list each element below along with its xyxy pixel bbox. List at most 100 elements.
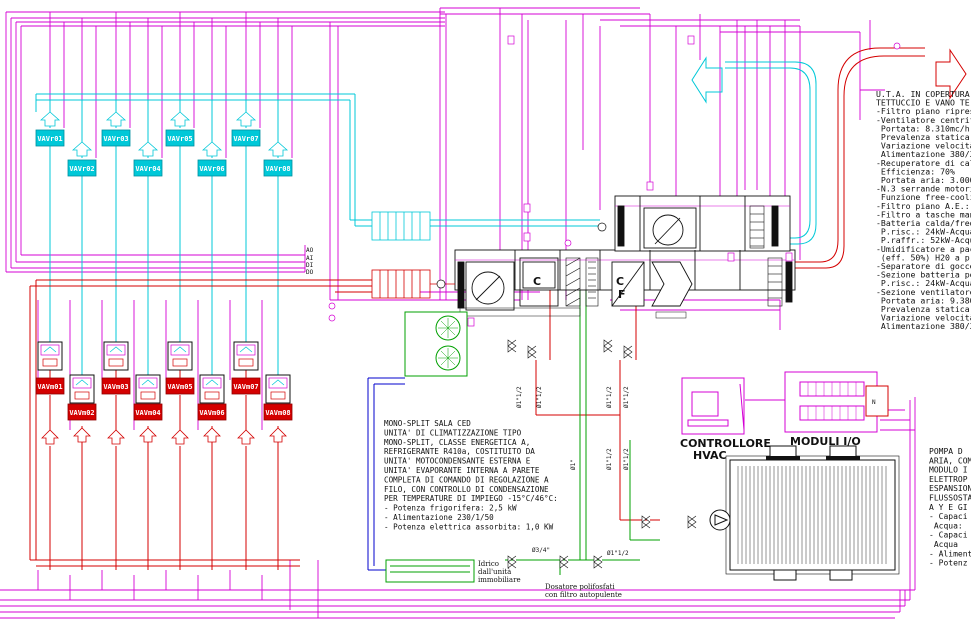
ahu-spec-line: Portata: 8.310mc/h — [876, 123, 970, 133]
supply-diffuser-icon — [203, 427, 221, 443]
vav-control-unit — [199, 374, 225, 404]
ahu-spec-line: -Umidificatore a pacc — [876, 244, 971, 254]
drain-label-3: immobiliare — [478, 576, 521, 584]
vav-supply-box: VAVm03 — [101, 377, 131, 395]
diffuser-group — [41, 427, 287, 445]
supply-diffuser-icon — [171, 429, 189, 445]
airflow-arrows — [691, 48, 967, 104]
return-ducts — [35, 61, 817, 375]
return-grille-icon — [71, 141, 93, 157]
ahu-spec-line: Portata aria: 9.380 — [876, 295, 971, 305]
ahu-spec-line: P.risc.: 24kW-Acqua — [876, 278, 971, 288]
return-grille-icon — [39, 111, 61, 127]
drain-label-1: Idrico — [478, 560, 499, 568]
vav-control-unit — [37, 341, 63, 371]
bus-tag-di: DI — [306, 262, 314, 269]
vav-supply-label: VAVm07 — [233, 383, 258, 391]
ahu-spec-line: Prevalenza statica u — [876, 132, 971, 142]
vav-control-unit — [103, 341, 129, 371]
split-note-line: REFRIGERANTE R410a, COSTITUITO DA — [384, 447, 535, 456]
ahu-spec-line: -Separatore di gocce — [876, 261, 971, 271]
vav-supply-label: VAVm01 — [37, 383, 62, 391]
vav-return-box: VAVr04 — [133, 141, 163, 177]
heat-pump-line: ARIA, COM — [929, 456, 971, 465]
return-grille-icon — [235, 111, 257, 127]
heat-pump-line: A Y E GI — [929, 503, 968, 512]
ahu-spec-line: -Ventilatore centrifugo — [876, 115, 971, 125]
split-note-line: UNITA' MOTOCONDENSANTE ESTERNA E — [384, 457, 531, 466]
vav-control-unit — [69, 374, 95, 404]
vav-return-label: VAVr05 — [167, 135, 192, 143]
vav-return-label: VAVr04 — [135, 165, 160, 173]
heat-pump-line: - Aliment — [929, 549, 971, 558]
ahu-spec-line: -Recuperatore di calo — [876, 158, 971, 168]
vav-return-box: VAVr01 — [35, 111, 65, 147]
pipe-size-a: Ø1"1/2 — [516, 386, 523, 408]
vav-return-label: VAVr03 — [103, 135, 128, 143]
ahu-spec-line: Alimentazione 380/3 — [876, 149, 971, 159]
supply-diffuser-icon — [107, 429, 125, 445]
ahu-spec-line: Efficienza: 70% — [876, 166, 955, 176]
vav-return-box: VAVr03 — [101, 111, 131, 147]
split-note-line: FILO, CON CONTROLLO DI CONDENSAZIONE — [384, 485, 549, 494]
vav-return-box: VAVr02 — [67, 141, 97, 177]
vav-control-unit — [135, 374, 161, 404]
supply-diffuser-icon — [41, 429, 59, 445]
supply-diffuser-icon — [73, 427, 91, 443]
split-note-line: MONO-SPLIT SALA CED — [384, 419, 471, 428]
vav-supply-box: VAVm02 — [67, 403, 97, 421]
vav-return-label: VAVr02 — [69, 165, 94, 173]
vav-supply-box: VAVm04 — [133, 403, 163, 421]
vav-supply-label: VAVm03 — [103, 383, 128, 391]
return-grille-icon — [267, 141, 289, 157]
vav-supply-label: VAVm04 — [135, 409, 160, 417]
ahu-unit — [454, 195, 796, 319]
vav-supply-label: VAVm05 — [167, 383, 192, 391]
bus-tag-ao: AO — [306, 247, 314, 254]
ahu-spec-line: Variazione velocità t — [876, 141, 971, 151]
return-grille-icon — [201, 141, 223, 157]
ahu-spec-line: Funzione free-coolin — [876, 192, 971, 202]
dosing-label-2: con filtro autopulente — [545, 591, 622, 599]
vav-return-label: VAVr06 — [199, 165, 224, 173]
split-note-line: MONO-SPLIT, CLASSE ENERGETICA A, — [384, 438, 530, 447]
reheat-battery — [371, 269, 455, 299]
vav-supply-group: VAVm01VAVm02VAVm03VAVm04VAVm05VAVm06VAVm… — [35, 377, 293, 421]
vav-return-label: VAVr01 — [37, 135, 62, 143]
vav-return-box: VAVr05 — [165, 111, 195, 147]
split-note-line: - Potenza frigorifera: 2,5 kW — [384, 504, 517, 513]
heat-pump-line: - Potenz — [929, 559, 968, 568]
vav-control-unit — [233, 341, 259, 371]
ahu-spec-line: -Filtro piano ripresa: — [876, 106, 971, 116]
ahu-spec-line: -Filtro a tasche mano — [876, 209, 971, 219]
supply-diffuser-icon — [139, 427, 157, 443]
vav-supply-label: VAVm08 — [265, 409, 290, 417]
water-pipes — [505, 290, 660, 575]
ahu-spec-line: -Filtro piano A.E.: G4 — [876, 201, 971, 211]
bus-tag-do: DO — [306, 269, 314, 276]
bus-tags: AO AI DI DO — [306, 247, 314, 276]
ahu-spec-line: Alimentazione 380/3 — [876, 321, 971, 331]
io-modules: MODULI I/O — [784, 371, 878, 448]
sensor-symbols — [328, 35, 901, 327]
ahu-fan-label: F — [618, 288, 626, 301]
split-note-line: - Potenza elettrica assorbita: 1,0 KW — [384, 522, 554, 531]
ahu-spec-line: P.raffr.: 52kW-Acqua — [876, 235, 971, 245]
heat-pump-line: FLUSSOSTA — [929, 494, 971, 503]
ahu-coil-label-2: C — [616, 275, 624, 288]
vav-supply-box: VAVm05 — [165, 377, 195, 395]
heat-recovery — [371, 211, 431, 241]
return-grille-icon — [169, 111, 191, 127]
pipe-size-g: Ø1"1/2 — [607, 550, 629, 557]
valves — [507, 339, 697, 569]
drain-label-2: dall'unità — [478, 567, 511, 576]
dosing-label-1: Dosatore polifosfati — [545, 583, 615, 591]
vav-controllers — [37, 341, 291, 404]
pipe-size-d: Ø1"1/2 — [623, 386, 630, 408]
heat-pump-line: POMPA D — [929, 447, 963, 456]
